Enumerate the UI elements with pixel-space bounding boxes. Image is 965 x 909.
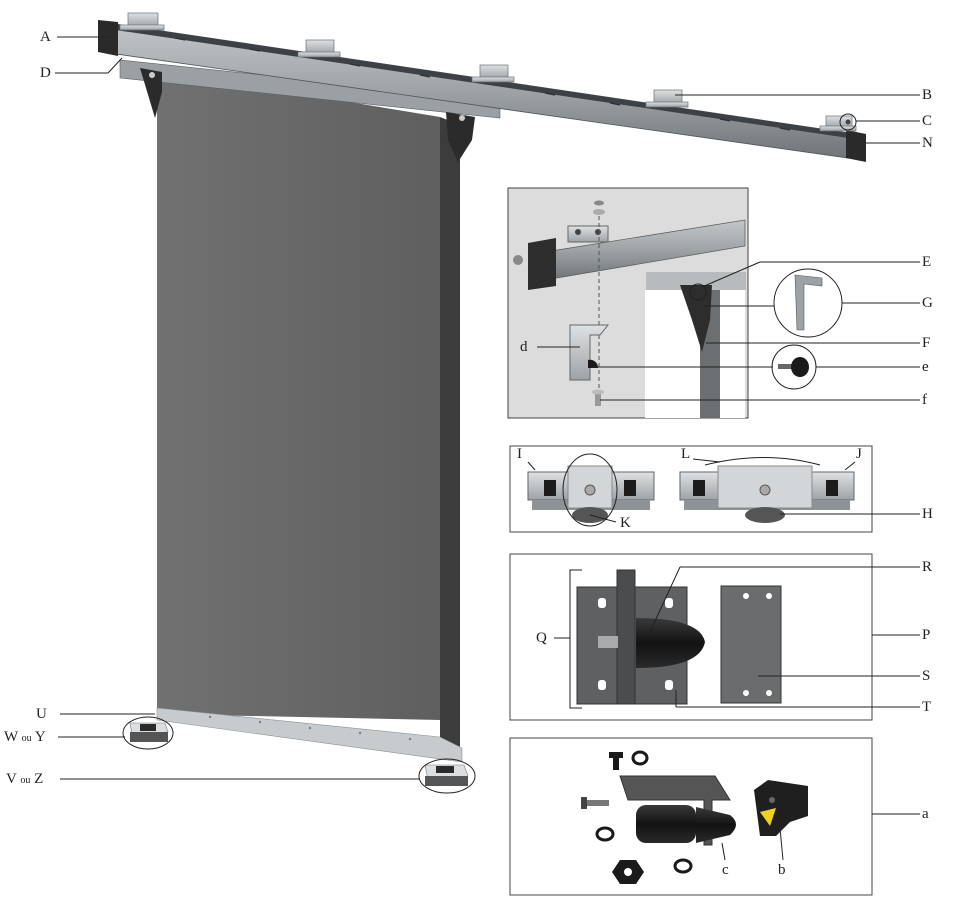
label-d-upper: D (40, 65, 51, 81)
door-top-bar (119, 59, 501, 162)
label-i-upper: I (517, 446, 522, 462)
label-c-upper: C (922, 113, 933, 129)
leader-lines (55, 36, 920, 861)
label-k-upper: K (620, 515, 631, 531)
label-b-upper: B (922, 87, 933, 103)
label-j-upper: J (856, 446, 862, 462)
floor-guide-left (122, 716, 174, 750)
inset-stopper (509, 553, 873, 721)
bracket-1 (119, 12, 165, 31)
label-d-lower: d (520, 339, 528, 355)
label-p-upper: P (922, 627, 931, 643)
label-e-lower: e (922, 359, 929, 375)
inset-trolleys (509, 445, 873, 533)
bracket-3 (471, 64, 515, 83)
label-n-upper: N (922, 135, 933, 151)
label-v-upper: V (6, 771, 17, 787)
label-h-upper: H (922, 506, 933, 522)
label-u-upper: U (36, 706, 47, 722)
label-f-lower: f (922, 392, 927, 408)
label-g-upper: G (922, 295, 933, 311)
label-ou-2: ou (20, 775, 31, 786)
label-r-upper: R (922, 559, 933, 575)
bracket-2 (297, 39, 341, 58)
bracket-4 (645, 89, 689, 108)
inset-buffer-kit (509, 737, 873, 896)
bracket-5 (819, 115, 857, 132)
label-t-upper: T (922, 699, 932, 715)
trolley-long (679, 457, 855, 523)
label-a-upper: A (40, 29, 51, 45)
label-q-upper: Q (536, 630, 547, 646)
wall-brackets (119, 12, 857, 132)
label-e-upper: E (922, 254, 932, 270)
label-s-upper: S (922, 668, 931, 684)
label-l-upper: L (681, 446, 691, 462)
door-panel (156, 70, 463, 763)
label-w-ou-y: W ou Y (4, 729, 46, 747)
label-v-ou-z: V ou Z (6, 771, 43, 789)
label-b-lower: b (778, 862, 786, 878)
inset-end-stop (507, 187, 843, 419)
label-ou: ou (21, 733, 32, 744)
label-z-upper: Z (34, 771, 44, 787)
floor-guide-right (418, 758, 476, 794)
label-w-upper: W (4, 729, 18, 745)
label-f-upper: F (922, 335, 931, 351)
trolley-short (527, 453, 655, 527)
callout-circle-c (839, 113, 857, 131)
label-y-upper: Y (34, 729, 46, 745)
label-a-lower: a (922, 806, 929, 822)
label-c-lower: c (722, 862, 729, 878)
